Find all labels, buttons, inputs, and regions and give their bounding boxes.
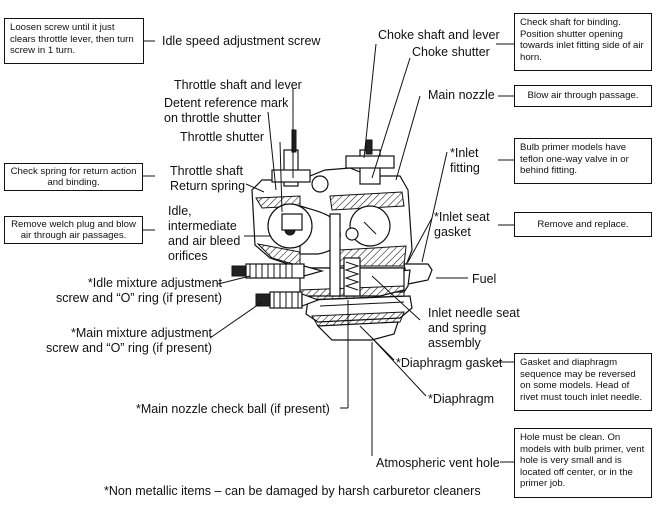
label-main-mixture-screw: *Main mixture adjustment screw and “O” r… — [45, 326, 212, 355]
label-choke-shaft: Choke shaft and lever — [378, 28, 500, 42]
label-inlet-seat-gasket: *Inlet seat gasket — [434, 210, 490, 239]
label-throttle-return-spring: Throttle shaft Return spring — [170, 164, 246, 193]
note-bulb-primer: Bulb primer models have teflon one-way v… — [514, 138, 652, 184]
top-shafts — [271, 129, 395, 193]
throttle-shutter-disc — [267, 203, 313, 249]
label-main-nozzle-check-ball: *Main nozzle check ball (if present) — [136, 402, 330, 416]
choke-shutter-disc — [345, 205, 391, 247]
label-idle-orifices: Idle, intermediate and air bleed orifice… — [168, 204, 241, 263]
note-loosen-screw: Loosen screw until it just clears thrott… — [4, 18, 144, 64]
note-remove-replace: Remove and replace. — [514, 212, 652, 237]
main-nozzle-column — [329, 213, 341, 297]
label-fuel: Fuel — [472, 272, 497, 286]
label-atmospheric-vent: Atmospheric vent hole — [376, 456, 500, 470]
note-hole-clean: Hole must be clean. On models with bulb … — [514, 428, 652, 498]
label-throttle-shaft: Throttle shaft and lever — [174, 78, 302, 92]
label-idle-speed-screw: Idle speed adjustment screw — [162, 34, 321, 48]
note-check-shaft: Check shaft for binding. Position shutte… — [514, 13, 652, 71]
main-mixture-screw-shape — [255, 291, 320, 309]
label-throttle-shutter: Throttle shutter — [180, 130, 265, 144]
label-main-nozzle: Main nozzle — [428, 88, 495, 102]
label-idle-mixture-screw: *Idle mixture adjustment screw and “O” r… — [55, 276, 222, 305]
note-blow-air: Blow air through passage. — [514, 85, 652, 107]
label-inlet-fitting: *Inlet fitting — [450, 146, 480, 175]
label-inlet-needle: Inlet needle seat and spring assembly — [428, 306, 520, 350]
leader-lines — [143, 40, 514, 463]
note-check-spring: Check spring for return action and bindi… — [4, 163, 143, 191]
idle-mixture-screw-shape — [231, 263, 325, 279]
footnote: *Non metallic items – can be damaged by … — [104, 484, 481, 498]
note-gasket-sequence: Gasket and diaphragm sequence may be rev… — [514, 353, 652, 411]
label-diaphragm: *Diaphragm — [428, 392, 495, 406]
label-detent-mark: Detent reference mark on throttle shutte… — [164, 96, 289, 125]
label-choke-shutter: Choke shutter — [412, 45, 490, 59]
label-diaphragm-gasket: *Diaphragm gasket — [396, 356, 503, 370]
note-remove-welch: Remove welch plug and blow air through a… — [4, 216, 143, 244]
